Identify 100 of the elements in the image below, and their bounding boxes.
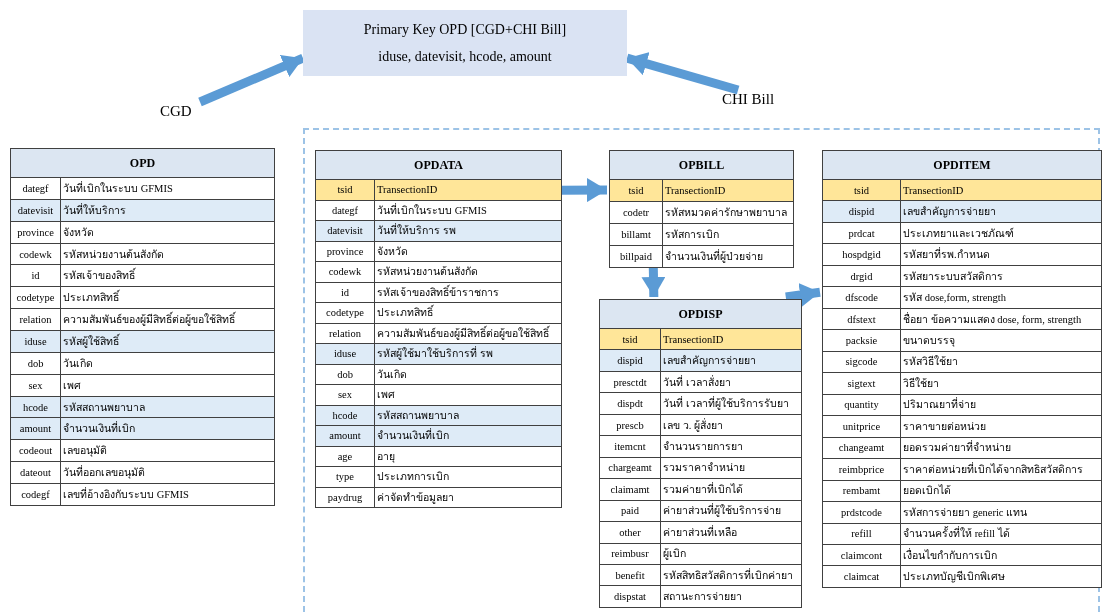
field-name-cell: dispid [822,200,901,223]
field-name-cell: quantity [822,394,901,416]
field-name-cell: claimcat [822,565,901,588]
key-panel [303,10,627,76]
field-description-cell: ราคาต่อหน่วยที่เบิกได้จากสิทธิสวัสดิการ [900,458,1102,481]
field-name-cell: chargeamt [599,457,661,479]
field-description-cell: เลขสำคัญการจ่ายยา [900,200,1102,223]
field-name-cell: refill [822,523,901,545]
field-description-cell: ชื่อยา ข้อความแสดง dose, form, strength [900,308,1102,330]
field-description-cell: เงื่อนไขกำกับการเบิก [900,544,1102,566]
field-description-cell: รหัสยาระบบสวัสดิการ [900,265,1102,287]
field-description-cell: ความสัมพันธ์ของผู้มีสิทธิ์ต่อผู้ขอใช้สิทธิ์ [60,308,275,331]
field-description-cell: เลขที่อ้างอิงกับระบบ GFMIS [60,483,275,506]
field-name-cell: datevisit [10,199,61,222]
field-name-cell: province [10,221,61,244]
field-name-cell: sigcode [822,351,901,373]
field-name-cell: dispid [599,349,661,372]
field-name-cell: dategf [315,200,375,221]
field-name-cell: prescb [599,414,661,436]
field-name-cell: reimbusr [599,543,661,565]
field-name-cell: paid [599,500,661,522]
field-description-cell: วิธีใช้ยา [900,372,1102,395]
field-name-cell: codeout [10,439,61,462]
field-description-cell: วันที่เบิกในระบบ GFMIS [60,177,275,200]
field-name-cell: tsid [609,179,663,202]
key-fields: iduse, datevisit, hcode, amount [303,48,627,65]
field-description-cell: รหัสสถานพยาบาล [60,396,275,418]
field-description-cell: รหัสเจ้าของสิทธิ์ [60,264,275,287]
field-name-cell: dfscode [822,286,901,309]
field-name-cell: hcode [10,396,61,418]
field-description-cell: ปริมาณยาที่จ่าย [900,394,1102,416]
field-name-cell: claimcont [822,544,901,566]
field-description-cell: รหัสการจ่ายยา generic แทน [900,501,1102,523]
field-name-cell: sigtext [822,372,901,395]
field-name-cell: paydrug [315,487,375,508]
field-name-cell: datevisit [315,220,375,241]
field-name-cell: unitprice [822,415,901,438]
field-description-cell: วันที่ให้บริการ [60,199,275,222]
field-name-cell: age [315,446,375,467]
table-title: OPBILL [609,150,794,180]
field-name-cell: dategf [10,177,61,200]
field-name-cell: sex [10,374,61,397]
field-name-cell: dateout [10,461,61,484]
field-name-cell: codewk [10,243,61,265]
field-name-cell: type [315,466,375,487]
field-name-cell: dispdt [599,392,661,415]
field-name-cell: hospdgid [822,243,901,266]
field-description-cell: วันที่ออกเลขอนุมัติ [60,461,275,484]
field-name-cell: codewk [315,261,375,282]
key-heading: Primary Key OPD [CGD+CHI Bill] [362,21,568,38]
table-title: OPDATA [315,150,562,180]
field-name-cell: dob [315,364,375,385]
field-name-cell: rembamt [822,480,901,502]
field-name-cell: changeamt [822,437,901,459]
field-description-cell: ยอดเบิกได้ [900,480,1102,502]
field-name-cell: province [315,241,375,262]
field-name-cell: itemcnt [599,435,661,458]
field-description-cell: จำนวนครั้งที่ให้ refill ได้ [900,523,1102,545]
field-name-cell: tsid [599,328,661,350]
field-name-cell: other [599,521,661,544]
block-arrow [198,54,305,107]
field-name-cell: presctdt [599,371,661,393]
field-description-cell: ยอดรวมค่ายาที่จำหน่าย [900,437,1102,459]
field-description-cell: ราคาขายต่อหน่วย [900,415,1102,438]
table-title: OPD [10,148,275,178]
field-name-cell: codetr [609,201,663,224]
field-description-cell: รหัสหน่วยงานต้นสังกัด [60,243,275,265]
field-name-cell: codetype [10,286,61,309]
field-description-cell: ประเภทยาและเวชภัณฑ์ [900,222,1102,244]
field-name-cell: amount [315,425,375,446]
field-description-cell: เลขอนุมัติ [60,439,275,462]
table-title: OPDITEM [822,150,1102,180]
field-name-cell: drgid [822,265,901,287]
field-description-cell: TransectionID [900,179,1102,201]
field-name-cell: tsid [315,179,375,200]
field-name-cell: billamt [609,223,663,246]
field-name-cell: id [10,264,61,287]
field-name-cell: iduse [315,343,375,364]
field-name-cell: id [315,282,375,303]
field-name-cell: dob [10,352,61,375]
field-description-cell: ขนาดบรรจุ [900,329,1102,352]
field-name-cell: codegf [10,483,61,506]
field-name-cell: prdstcode [822,501,901,523]
field-name-cell: reimbprice [822,458,901,481]
field-description-cell: รหัสผู้ใช้สิทธิ์ [60,330,275,353]
field-name-cell: benefit [599,564,661,586]
dashed-region [303,128,1100,612]
field-name-cell: dfstext [822,308,901,330]
field-name-cell: tsid [822,179,901,201]
field-description-cell: รหัสยาที่รพ.กำหนด [900,243,1102,266]
field-description-cell: รหัส dose,form, strength [900,286,1102,309]
field-description-cell: ประเภทบัญชีเบิกพิเศษ [900,565,1102,588]
field-name-cell: codetype [315,302,375,323]
field-name-cell: packsie [822,329,901,352]
source-label: CGD [160,103,192,119]
field-name-cell: amount [10,417,61,440]
source-label: CHI Bill [722,91,775,107]
field-name-cell: relation [315,323,375,344]
field-description-cell: จำนวนเงินที่เบิก [60,417,275,440]
field-description-cell: ประเภทสิทธิ์ [60,286,275,309]
